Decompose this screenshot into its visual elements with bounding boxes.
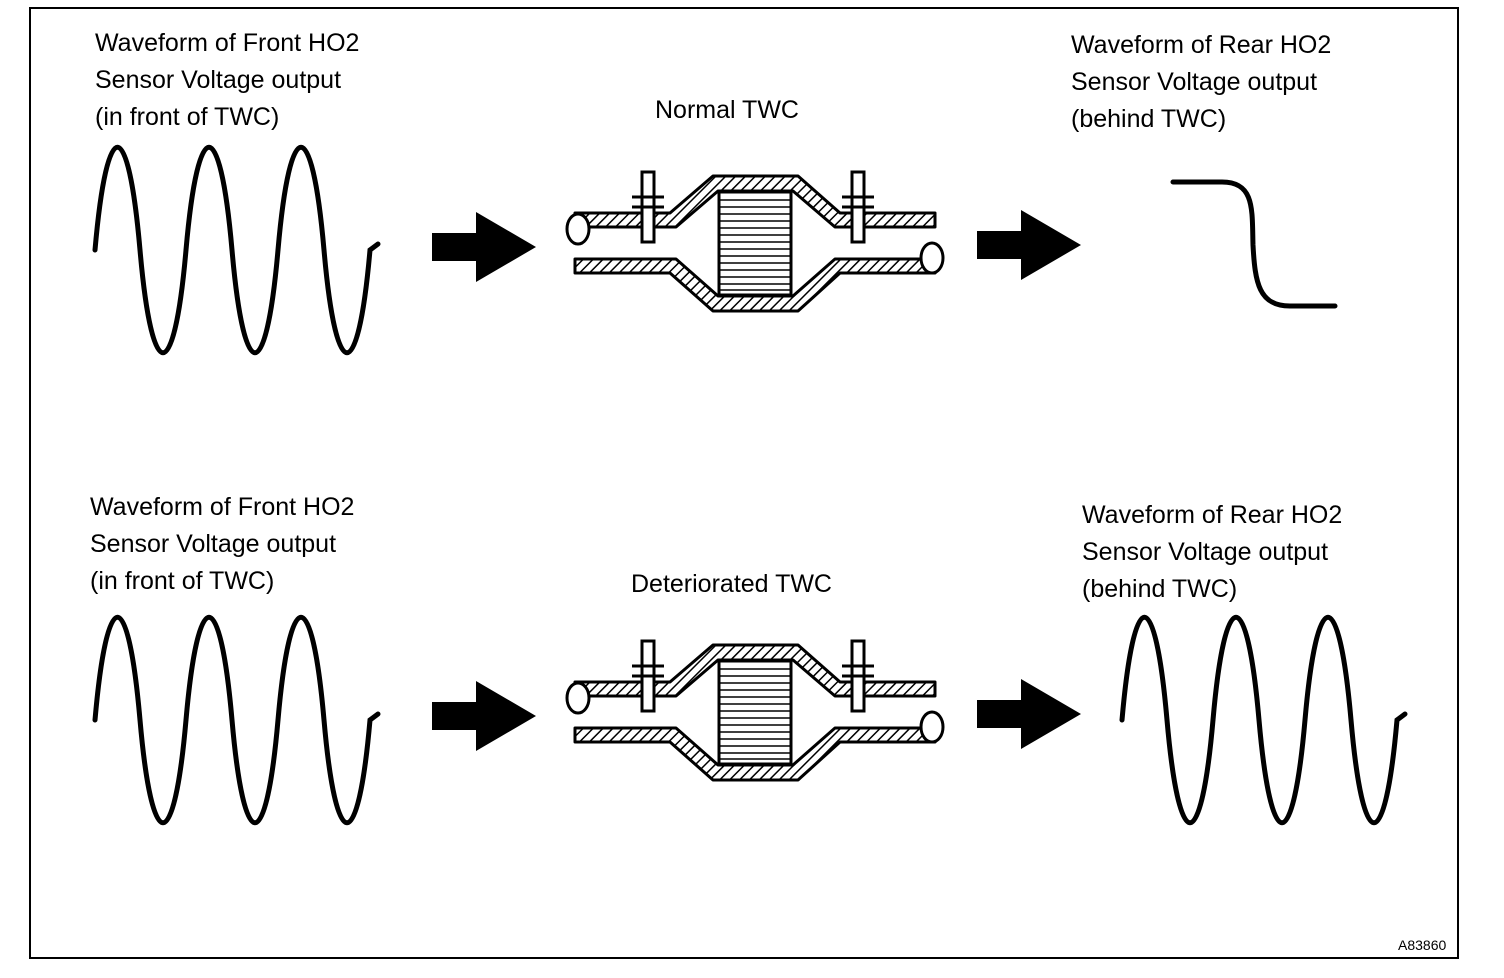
deteriorated-inflow-arrow	[432, 681, 536, 751]
normal-rear-sensor-label: Waveform of Rear HO2 Sensor Voltage outp…	[1071, 31, 1332, 133]
normal-inflow-arrow	[432, 212, 536, 282]
deteriorated-front-sensor-label: Waveform of Front HO2 Sensor Voltage out…	[90, 493, 355, 595]
deteriorated-outflow-arrow	[977, 679, 1081, 749]
normal-front-sensor-label: Waveform of Front HO2 Sensor Voltage out…	[95, 29, 360, 131]
deteriorated-rear-sensor-label: Waveform of Rear HO2 Sensor Voltage outp…	[1082, 501, 1343, 603]
deteriorated-twc-illustration	[565, 639, 945, 782]
normal-outflow-arrow	[977, 210, 1081, 280]
deteriorated-rear-waveform	[1119, 614, 1408, 826]
normal-twc-illustration	[565, 170, 945, 313]
diagram-frame	[29, 7, 1459, 959]
normal-twc-label: Normal TWC	[655, 96, 799, 124]
deteriorated-twc-label: Deteriorated TWC	[631, 570, 832, 598]
normal-front-waveform	[92, 144, 381, 356]
figure-code: A83860	[1398, 937, 1447, 953]
normal-rear-waveform	[1170, 179, 1338, 309]
deteriorated-front-waveform	[92, 614, 381, 826]
